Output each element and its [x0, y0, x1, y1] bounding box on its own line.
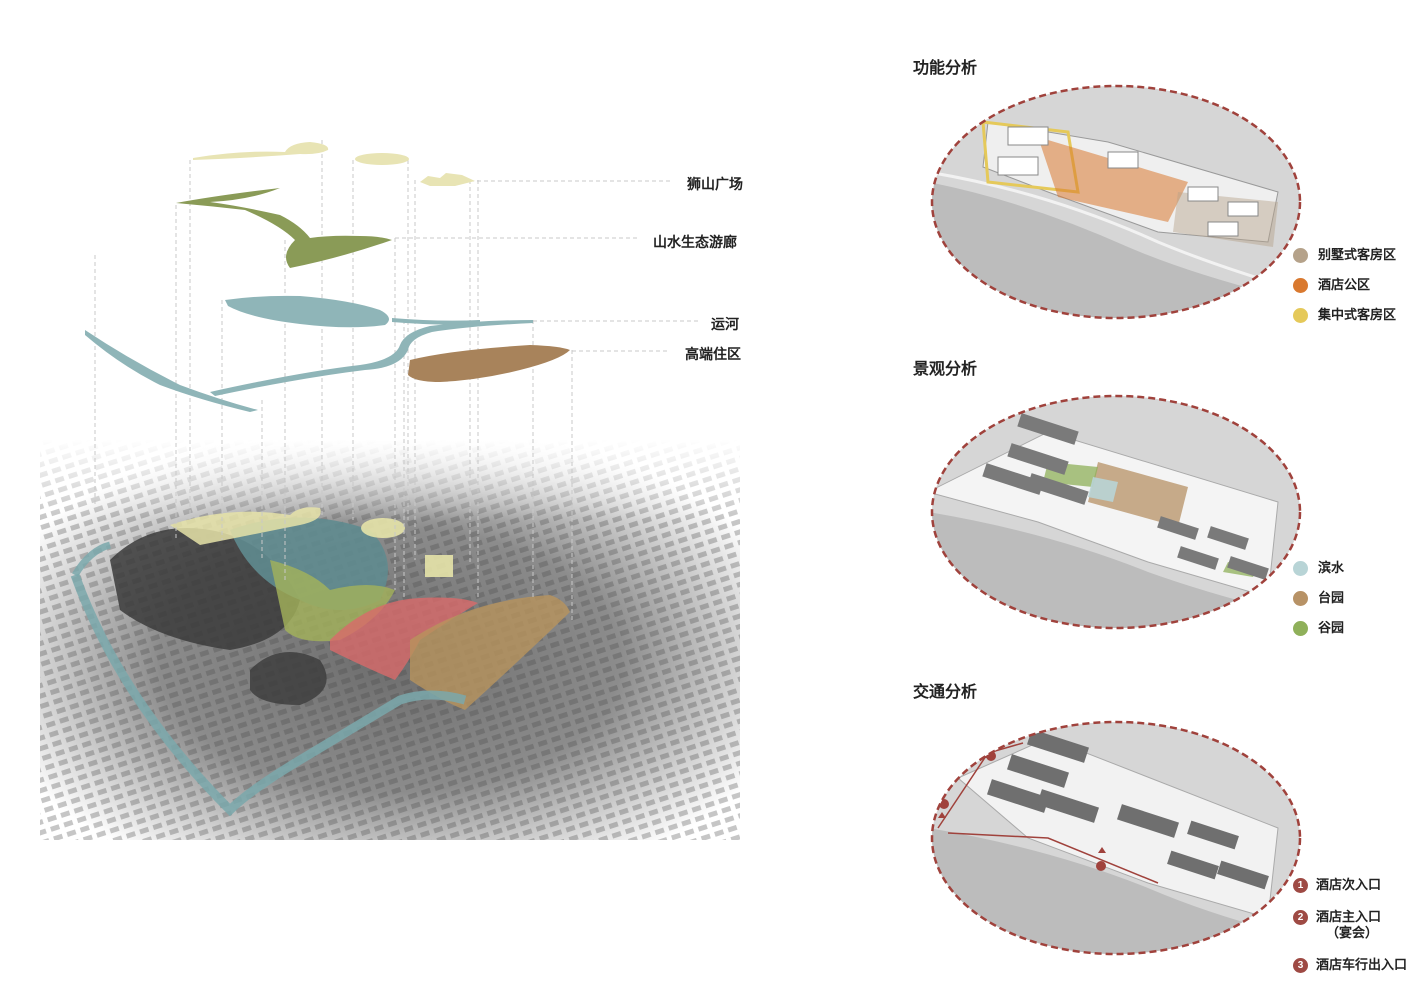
landscape-legend: 滨水 台园 谷园 — [1293, 560, 1344, 650]
legend-label: 酒店主入口 — [1316, 909, 1382, 924]
layer-canal-shape — [85, 295, 533, 412]
mountain-shape — [250, 652, 327, 705]
legend-swatch — [1293, 248, 1308, 263]
legend-swatch — [1293, 278, 1308, 293]
legend-swatch — [1293, 621, 1308, 636]
residential-overlay — [410, 595, 570, 710]
legend-label: 别墅式客房区 — [1318, 247, 1397, 262]
plaza-overlay — [170, 507, 321, 545]
layer-label-plaza: 狮山广场 — [687, 176, 743, 192]
legend-label: 集中式客房区 — [1318, 307, 1397, 322]
entrance-number-badge: 3 — [1293, 958, 1308, 973]
layer-label-eco-corridor: 山水生态游廊 — [653, 234, 737, 250]
hotel-site-overlay — [330, 597, 478, 680]
legend-swatch — [1293, 308, 1308, 323]
plaza-overlay — [361, 518, 405, 538]
traffic-legend: 1 酒店次入口 2 酒店主入口 （宴会） 3 酒店车行出入口 — [1293, 877, 1407, 987]
legend-item: 3 酒店车行出入口 — [1293, 957, 1407, 987]
function-analysis-title: 功能分析 — [913, 60, 978, 77]
legend-label: 台园 — [1318, 590, 1345, 605]
legend-item: 滨水 — [1293, 560, 1344, 590]
aerial-base-map — [40, 440, 740, 840]
legend-item: 别墅式客房区 — [1293, 247, 1396, 277]
layer-plaza-shapes — [193, 142, 475, 186]
legend-label: 酒店公区 — [1318, 277, 1371, 292]
legend-swatch — [1293, 591, 1308, 606]
layer-label-canal: 运河 — [711, 316, 739, 332]
function-analysis-oval — [930, 84, 1302, 320]
entrance-number-badge: 2 — [1293, 910, 1308, 925]
legend-sublabel: （宴会） — [1326, 925, 1379, 940]
legend-label: 酒店车行出入口 — [1316, 957, 1408, 972]
entrance-number-badge: 1 — [1293, 878, 1308, 893]
traffic-analysis-title: 交通分析 — [913, 684, 978, 701]
legend-label: 谷园 — [1318, 620, 1345, 635]
layer-residential-shape — [408, 345, 570, 382]
legend-item: 谷园 — [1293, 620, 1344, 650]
legend-item: 酒店公区 — [1293, 277, 1396, 307]
exploded-layer-diagram — [40, 140, 740, 840]
landscape-analysis-oval — [930, 394, 1302, 630]
layer-label-residential: 高端住区 — [685, 346, 741, 362]
legend-swatch — [1293, 561, 1308, 576]
function-legend: 别墅式客房区 酒店公区 集中式客房区 — [1293, 247, 1396, 337]
landscape-analysis-title: 景观分析 — [913, 361, 978, 378]
layer-eco-corridor-shape — [176, 188, 392, 268]
legend-label: 滨水 — [1318, 560, 1345, 575]
canal-on-map — [71, 541, 112, 577]
traffic-analysis-oval — [930, 720, 1302, 956]
plaza-overlay — [425, 555, 453, 577]
legend-item: 2 酒店主入口 （宴会） — [1293, 909, 1407, 957]
legend-item: 集中式客房区 — [1293, 307, 1396, 337]
legend-label-group: 酒店主入口 （宴会） — [1316, 909, 1381, 941]
legend-item: 1 酒店次入口 — [1293, 877, 1407, 909]
canal-on-map — [70, 573, 467, 817]
legend-label: 酒店次入口 — [1316, 877, 1382, 892]
legend-item: 台园 — [1293, 590, 1344, 620]
